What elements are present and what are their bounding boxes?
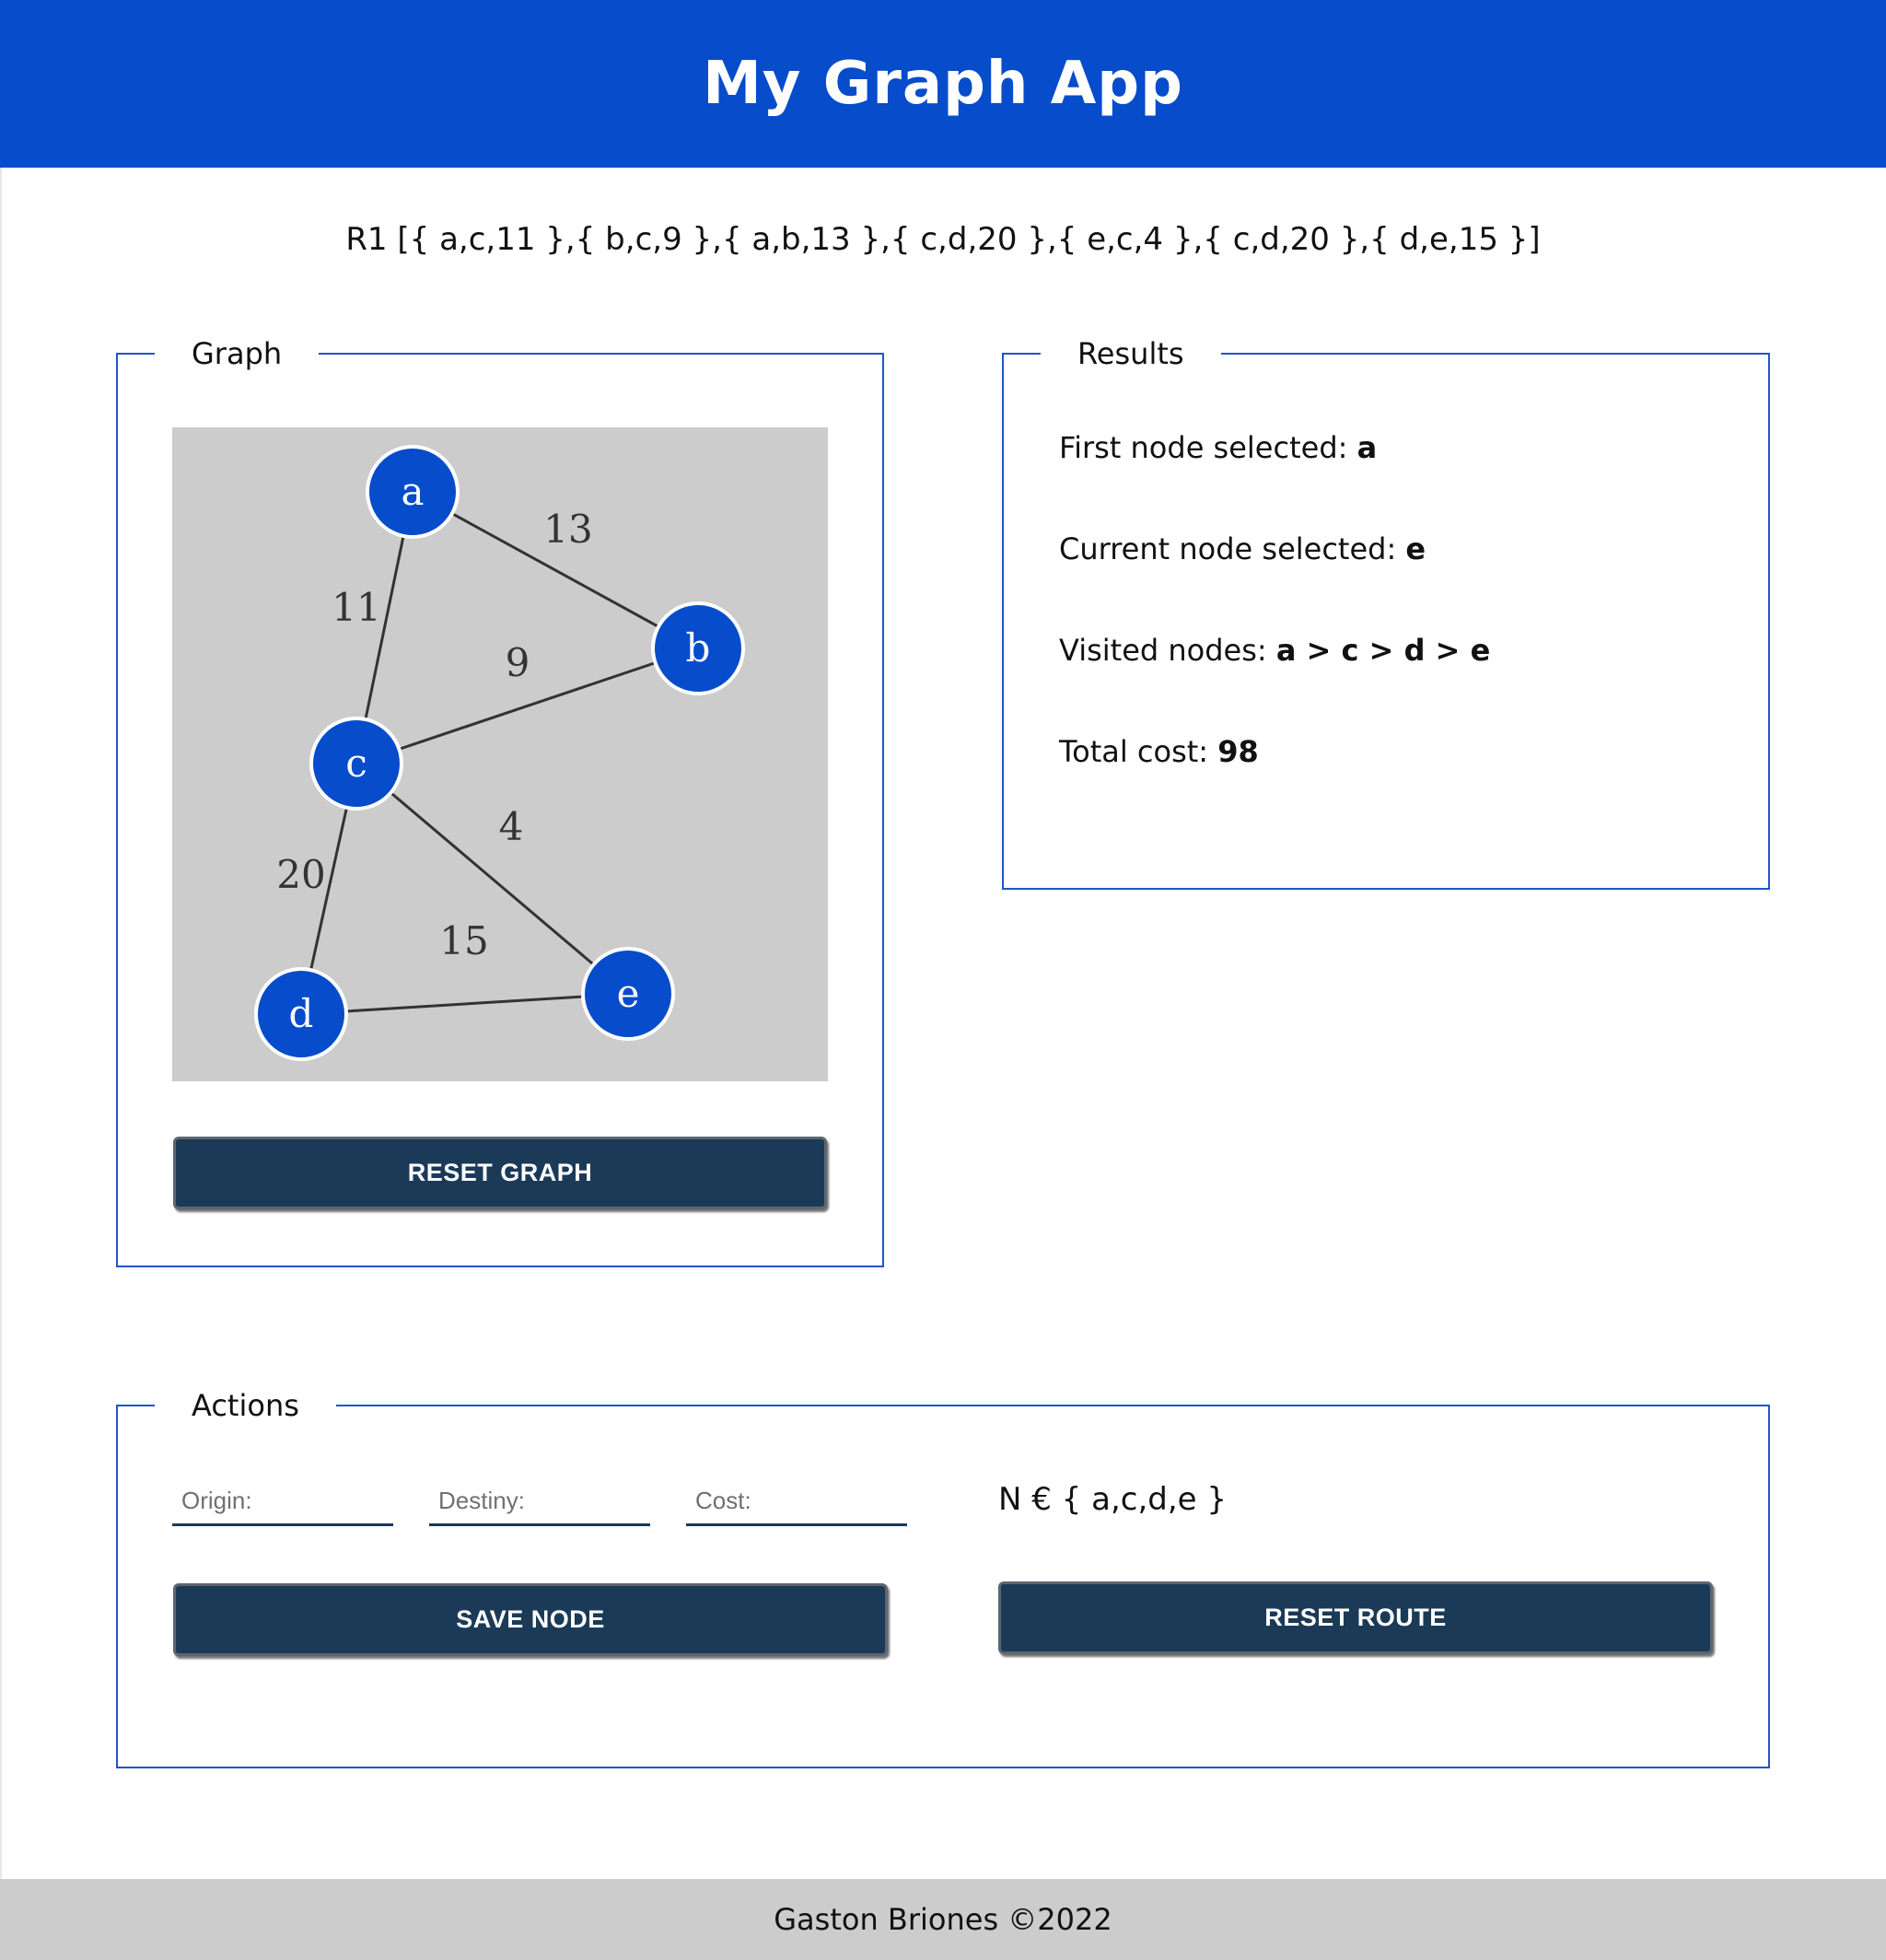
footer: Gaston Briones ©2022 [0, 1879, 1886, 1960]
relation-text: R1 [{ a,c,11 },{ b,c,9 },{ a,b,13 },{ c,… [345, 221, 1541, 258]
edge-cost-label: 13 [543, 507, 592, 552]
current-node-value: e [1405, 531, 1426, 566]
node-set-text: N € { a,c,d,e } [998, 1481, 1228, 1518]
graph-svg[interactable]: 13 11 9 20 4 15 a b c d e [172, 427, 828, 1081]
reset-route-button[interactable]: RESET ROUTE [998, 1581, 1713, 1654]
graph-node-e[interactable]: e [581, 947, 675, 1041]
graph-node-label: a [401, 469, 424, 514]
current-node-label: Current node selected: [1059, 531, 1406, 566]
edge-c-e [355, 762, 629, 996]
edge-cost-label: 11 [332, 585, 380, 630]
graph-panel-legend: Graph [192, 336, 283, 371]
graph-canvas[interactable]: 13 11 9 20 4 15 a b c d e [172, 427, 828, 1081]
edge-cost-label: 15 [439, 918, 488, 963]
graph-node-b[interactable]: b [651, 601, 745, 695]
save-node-button[interactable]: SAVE NODE [173, 1583, 888, 1656]
app-title: My Graph App [703, 50, 1183, 118]
edge-cost-label: 20 [276, 852, 325, 897]
app-header: My Graph App [0, 0, 1886, 168]
graph-node-a[interactable]: a [366, 445, 460, 539]
visited-nodes-label: Visited nodes: [1059, 633, 1276, 668]
results-panel-legend: Results [1077, 336, 1184, 371]
graph-node-label: b [686, 625, 711, 671]
edge-b-c [355, 647, 699, 765]
edge-cost-label: 9 [506, 640, 530, 685]
first-node-label: First node selected: [1059, 430, 1357, 465]
edge-a-b [412, 490, 699, 650]
footer-text: Gaston Briones ©2022 [774, 1902, 1112, 1937]
first-node-value: a [1356, 430, 1378, 465]
edge-d-e [300, 992, 629, 1016]
graph-node-circle[interactable] [366, 445, 460, 539]
visited-nodes-value: a > c > d > e [1275, 633, 1491, 668]
first-node-result: First node selected: a [1059, 430, 1377, 465]
graph-node-circle[interactable] [581, 947, 675, 1041]
results-panel: Results [1002, 336, 1770, 890]
destiny-input[interactable] [429, 1478, 650, 1526]
actions-panel-legend: Actions [192, 1388, 299, 1423]
total-cost-result: Total cost: 98 [1059, 734, 1259, 769]
graph-node-circle[interactable] [254, 967, 348, 1061]
graph-node-d[interactable]: d [254, 967, 348, 1061]
total-cost-value: 98 [1217, 734, 1259, 769]
visited-nodes-result: Visited nodes: a > c > d > e [1059, 633, 1490, 668]
origin-input[interactable] [172, 1478, 393, 1526]
graph-node-label: c [345, 741, 367, 786]
graph-node-c[interactable]: c [309, 717, 403, 811]
graph-node-circle[interactable] [651, 601, 745, 695]
current-node-result: Current node selected: e [1059, 531, 1426, 566]
edge-cost-label: 4 [499, 804, 524, 849]
total-cost-label: Total cost: [1059, 734, 1218, 769]
actions-panel: Actions [116, 1388, 1770, 1768]
graph-node-label: e [617, 971, 640, 1016]
page-frame [0, 168, 1886, 1879]
reset-graph-button[interactable]: RESET GRAPH [173, 1137, 827, 1209]
cost-input[interactable] [686, 1478, 907, 1526]
graph-node-circle[interactable] [309, 717, 403, 811]
graph-panel: Graph [116, 336, 884, 1267]
graph-node-label: d [289, 991, 314, 1036]
